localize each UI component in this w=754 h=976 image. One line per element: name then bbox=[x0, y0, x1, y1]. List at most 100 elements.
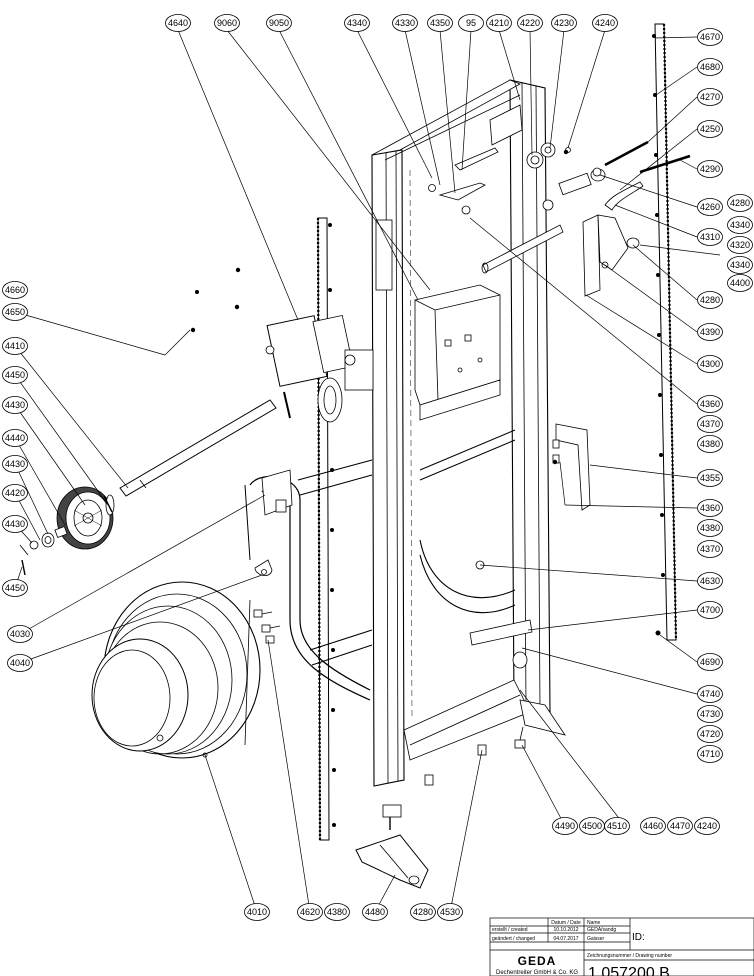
callout-bubble bbox=[697, 601, 723, 619]
changed-date: 04.07.2017 bbox=[553, 936, 578, 942]
callout-label: 4730 bbox=[700, 709, 720, 719]
callout-4530: 4530 bbox=[437, 903, 463, 921]
title-block bbox=[489, 917, 754, 976]
callout-4380: 4380 bbox=[697, 519, 723, 537]
callout-bubble bbox=[697, 540, 723, 558]
callout-4400: 4400 bbox=[727, 274, 753, 292]
callout-bubble bbox=[697, 395, 723, 413]
callout-label: 4380 bbox=[700, 439, 720, 449]
callout-bubble bbox=[2, 396, 28, 414]
carriage-box-part bbox=[414, 284, 501, 421]
callout-4500: 4500 bbox=[579, 817, 605, 835]
callout-bubble bbox=[697, 469, 723, 487]
callout-bubble bbox=[517, 14, 543, 32]
callout-4320: 4320 bbox=[727, 236, 753, 254]
title-block-text: Datum / Date Name erstellt / created 10.… bbox=[492, 920, 672, 976]
callout-label: 4360 bbox=[700, 503, 720, 513]
callout-4230: 4230 bbox=[551, 14, 577, 32]
callout-bubble bbox=[697, 519, 723, 537]
callout-bubble bbox=[344, 14, 370, 32]
callout-4310: 4310 bbox=[697, 228, 723, 246]
callout-4300: 4300 bbox=[697, 355, 723, 373]
callout-label: 4380 bbox=[700, 523, 720, 533]
callout-bubble bbox=[697, 323, 723, 341]
drawing-number-label: Zeichnungsnummer / Drawing number bbox=[587, 953, 672, 959]
callout-4380: 4380 bbox=[697, 435, 723, 453]
callout-4210: 4210 bbox=[486, 14, 512, 32]
callout-bubble bbox=[392, 14, 418, 32]
callout-4010: 4010 bbox=[244, 903, 270, 921]
callout-bubble bbox=[727, 274, 753, 292]
callout-label: 4740 bbox=[700, 689, 720, 699]
callout-4440: 4440 bbox=[2, 429, 28, 447]
callout-4270: 4270 bbox=[697, 88, 723, 106]
callout-bubble bbox=[244, 903, 270, 921]
callout-label: 4630 bbox=[700, 576, 720, 586]
callout-4430: 4430 bbox=[2, 455, 28, 473]
callout-label: 4710 bbox=[700, 749, 720, 759]
callout-bubble bbox=[727, 256, 753, 274]
callout-bubble bbox=[697, 58, 723, 76]
callout-4660: 4660 bbox=[2, 281, 28, 299]
callout-4410: 4410 bbox=[2, 337, 28, 355]
callout-bubble bbox=[2, 429, 28, 447]
callout-4490: 4490 bbox=[552, 817, 578, 835]
callout-label: 4440 bbox=[5, 433, 25, 443]
callout-95: 95 bbox=[458, 14, 484, 32]
callout-bubble bbox=[2, 484, 28, 502]
callout-label: 9050 bbox=[269, 18, 289, 28]
callout-4690: 4690 bbox=[697, 653, 723, 671]
wheel-hardware-part bbox=[19, 526, 68, 576]
callout-bubble bbox=[697, 228, 723, 246]
callout-4450: 4450 bbox=[2, 579, 28, 597]
callout-4700: 4700 bbox=[697, 601, 723, 619]
callout-label: 4340 bbox=[730, 220, 750, 230]
callout-bubble bbox=[2, 515, 28, 533]
callout-bubble bbox=[697, 435, 723, 453]
callout-label: 4400 bbox=[730, 278, 750, 288]
callout-bubble bbox=[604, 817, 630, 835]
callout-bubble bbox=[592, 14, 618, 32]
callout-4680: 4680 bbox=[697, 58, 723, 76]
callout-bubble bbox=[697, 705, 723, 723]
callout-4240: 4240 bbox=[592, 14, 618, 32]
callout-bubble bbox=[640, 817, 666, 835]
callout-4355: 4355 bbox=[697, 469, 723, 487]
callout-label: 4040 bbox=[10, 658, 30, 668]
callout-4360: 4360 bbox=[697, 395, 723, 413]
callout-bubble bbox=[727, 216, 753, 234]
callout-bubble bbox=[2, 366, 28, 384]
callout-4430: 4430 bbox=[2, 515, 28, 533]
callout-4380: 4380 bbox=[324, 903, 350, 921]
callout-bubble bbox=[2, 579, 28, 597]
callout-label: 4490 bbox=[555, 821, 575, 831]
callout-bubble bbox=[697, 685, 723, 703]
callout-label: 4310 bbox=[700, 232, 720, 242]
callout-bubble bbox=[697, 160, 723, 178]
callout-4220: 4220 bbox=[517, 14, 543, 32]
callout-label: 4720 bbox=[700, 729, 720, 739]
callout-label: 95 bbox=[466, 18, 476, 28]
callout-4730: 4730 bbox=[697, 705, 723, 723]
foot-bracket-part bbox=[355, 804, 429, 889]
callout-label: 4250 bbox=[700, 124, 720, 134]
callout-bubble bbox=[697, 28, 723, 46]
drawing-number: 1.057200 B bbox=[588, 965, 670, 976]
callout-bubble bbox=[458, 14, 484, 32]
callout-4290: 4290 bbox=[697, 160, 723, 178]
callout-label: 4230 bbox=[554, 18, 574, 28]
callout-4670: 4670 bbox=[697, 28, 723, 46]
callout-label: 4420 bbox=[5, 488, 25, 498]
col-name-header: Name bbox=[587, 920, 601, 926]
callout-label: 4510 bbox=[607, 821, 627, 831]
callout-bubble bbox=[552, 817, 578, 835]
callout-bubble bbox=[297, 903, 323, 921]
callout-bubble bbox=[697, 198, 723, 216]
callout-4350: 4350 bbox=[427, 14, 453, 32]
callout-4420: 4420 bbox=[2, 484, 28, 502]
callout-9050: 9050 bbox=[266, 14, 292, 32]
callout-4280: 4280 bbox=[410, 903, 436, 921]
cable-drum-part bbox=[91, 581, 261, 759]
tube-frame-part bbox=[244, 429, 516, 701]
callout-bubble bbox=[727, 194, 753, 212]
